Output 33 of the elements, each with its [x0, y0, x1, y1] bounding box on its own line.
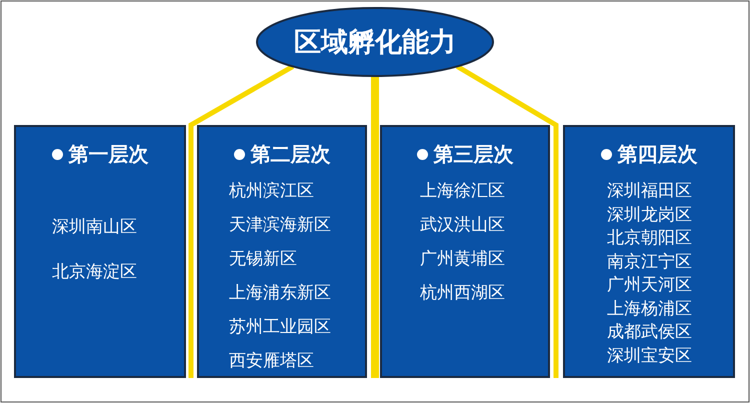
district-name: 北京朝阳区 — [607, 227, 692, 249]
connector-line — [371, 76, 379, 378]
connector-line — [456, 64, 558, 378]
district-name: 深圳南山区 — [52, 216, 137, 238]
district-name: 无锡新区 — [229, 248, 297, 270]
tier-heading: 第四层次 — [618, 141, 698, 168]
district-name: 武汉洪山区 — [420, 214, 505, 236]
district-name: 杭州滨江区 — [229, 180, 314, 202]
district-name: 天津滨海新区 — [229, 214, 331, 236]
tier-box — [197, 125, 367, 378]
district-name: 苏州工业园区 — [229, 316, 331, 338]
tier-heading: 第一层次 — [68, 141, 148, 168]
district-name: 北京海淀区 — [52, 261, 137, 283]
district-name: 上海浦东新区 — [229, 282, 331, 304]
district-name: 上海杨浦区 — [607, 298, 692, 320]
district-name: 深圳福田区 — [607, 180, 692, 202]
title-text: 区域孵化能力 — [293, 26, 457, 60]
district-name: 西安雁塔区 — [229, 350, 314, 372]
district-name: 深圳宝安区 — [607, 344, 692, 366]
tier-heading: 第二层次 — [250, 141, 330, 168]
connector-line — [188, 64, 294, 378]
district-name: 广州黄埔区 — [420, 248, 505, 270]
district-name: 广州天河区 — [607, 274, 692, 296]
district-name: 上海徐汇区 — [420, 180, 505, 202]
tier-box — [563, 125, 735, 378]
tier-box — [14, 125, 186, 378]
tier-heading: 第三层次 — [434, 141, 514, 168]
district-name: 杭州西湖区 — [420, 282, 505, 304]
title-ellipse — [255, 6, 495, 78]
tier-box — [380, 125, 550, 378]
district-name: 南京江宁区 — [607, 250, 692, 272]
district-name: 深圳龙岗区 — [607, 204, 692, 226]
district-name: 成都武侯区 — [607, 321, 692, 343]
